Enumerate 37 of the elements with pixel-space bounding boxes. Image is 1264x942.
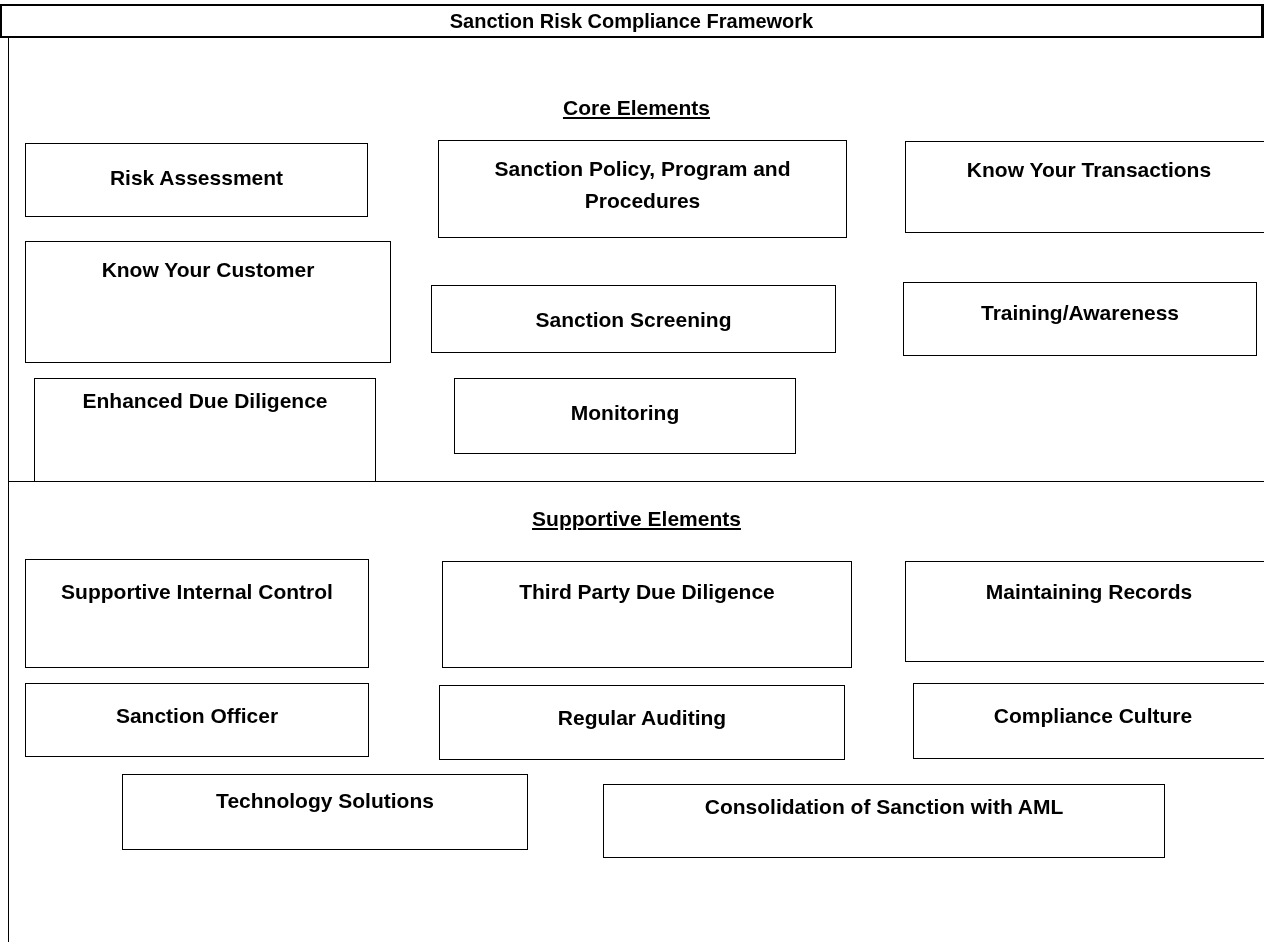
element-box bbox=[25, 241, 391, 363]
element-label: Training/Awareness bbox=[980, 300, 1180, 326]
element-box bbox=[454, 378, 796, 454]
element-label: Third Party Due Diligence bbox=[518, 579, 776, 605]
element-box bbox=[122, 774, 528, 850]
element-box bbox=[438, 140, 847, 238]
element-box bbox=[905, 141, 1264, 233]
element-box bbox=[439, 685, 845, 760]
element-label: Sanction Policy, Program and Procedures bbox=[493, 156, 792, 214]
section-heading: Core Elements bbox=[561, 96, 712, 120]
element-box bbox=[905, 561, 1264, 662]
element-label: Risk Assessment bbox=[108, 165, 285, 191]
section-panel bbox=[8, 38, 1264, 482]
title-bar: Sanction Risk Compliance Framework bbox=[0, 4, 1264, 38]
element-label: Regular Auditing bbox=[556, 705, 728, 731]
element-label: Technology Solutions bbox=[215, 788, 435, 814]
element-label: Sanction Screening bbox=[534, 307, 733, 333]
element-label: Monitoring bbox=[569, 400, 681, 426]
element-label: Know Your Customer bbox=[100, 257, 316, 283]
element-label: Know Your Transactions bbox=[965, 157, 1213, 183]
element-label: Compliance Culture bbox=[992, 703, 1194, 729]
section-panel bbox=[8, 482, 1264, 942]
element-label: Enhanced Due Diligence bbox=[81, 388, 329, 414]
element-box bbox=[903, 282, 1257, 356]
element-label: Supportive Internal Control bbox=[60, 579, 334, 605]
element-label: Maintaining Records bbox=[984, 579, 1194, 605]
element-label: Consolidation of Sanction with AML bbox=[703, 794, 1065, 820]
element-box bbox=[25, 559, 369, 668]
element-box bbox=[25, 143, 368, 217]
element-box bbox=[431, 285, 836, 353]
element-label: Sanction Officer bbox=[114, 703, 280, 729]
section-heading: Supportive Elements bbox=[531, 507, 742, 531]
element-box bbox=[442, 561, 852, 668]
element-box bbox=[603, 784, 1165, 858]
element-box bbox=[913, 683, 1264, 759]
element-box bbox=[34, 378, 376, 482]
element-box bbox=[25, 683, 369, 757]
